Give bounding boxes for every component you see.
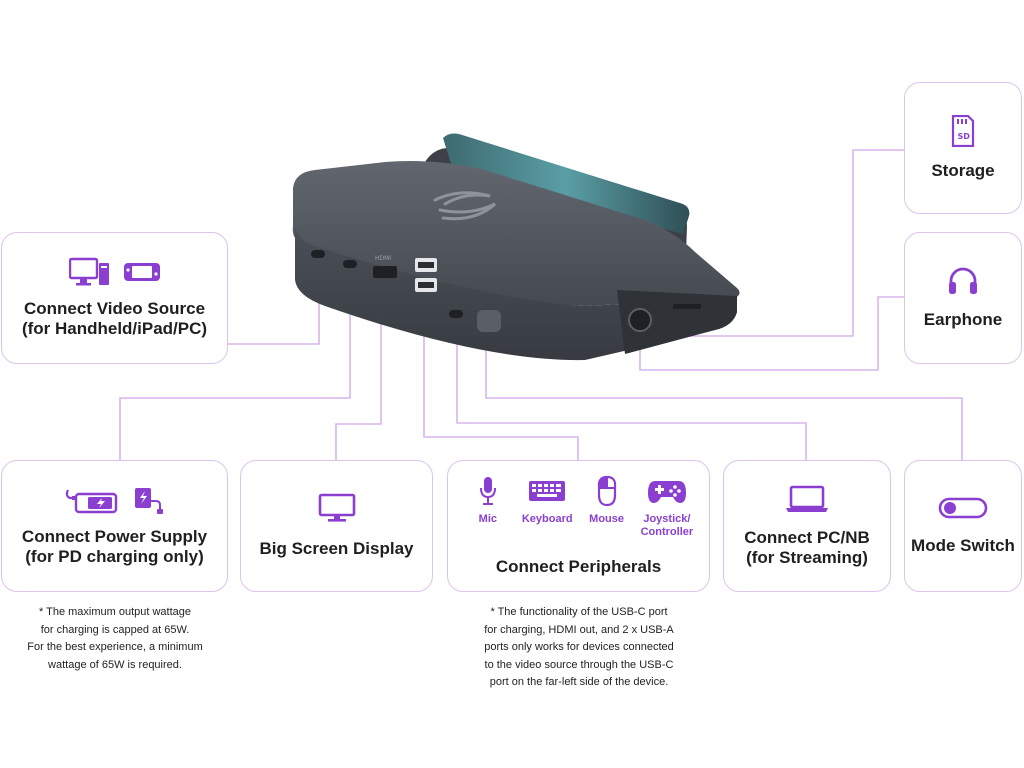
peripherals-note-line: to the video source through the USB-C	[484, 658, 674, 671]
peripheral-keyboard: Keyboard	[522, 475, 573, 526]
power-note-line: for charging is capped at 65W.	[40, 623, 190, 636]
audio-jack	[628, 308, 652, 332]
joystick-label-line1: Joystick/	[643, 513, 691, 525]
dock-teal-strip	[443, 133, 690, 234]
hdmi-label: HDMI	[375, 255, 391, 262]
sd-card-slot	[673, 304, 701, 309]
box-earphone: Earphone	[904, 232, 1022, 364]
pc-nb-title: Connect PC/NB	[744, 528, 870, 547]
peripherals-note-line: port on the far-left side of the device.	[489, 676, 669, 688]
laptop-icon	[786, 485, 828, 512]
usbc-port-pc	[449, 310, 463, 318]
monitor-icon	[318, 493, 355, 522]
video-source-subtitle: (for Handheld/iPad/PC)	[21, 319, 208, 338]
big-screen-title: Big Screen Display	[259, 539, 414, 558]
charger-plug-icon	[134, 488, 163, 514]
power-supply-subtitle: (for PD charging only)	[25, 547, 204, 566]
joystick-icon	[647, 481, 686, 503]
peripheral-label: Mouse	[589, 513, 625, 525]
usbc-port-power	[343, 260, 357, 268]
box-peripherals: Mic Keyboard Mouse	[447, 460, 710, 592]
connector-pc-nb	[456, 322, 807, 460]
box-power-supply: Connect Power Supply (for PD charging on…	[1, 460, 228, 592]
power-bank-icon	[65, 489, 117, 514]
box-pc-nb: Connect PC/NB (for Streaming)	[723, 460, 891, 592]
box-mode-switch: Mode Switch	[904, 460, 1022, 592]
mode-switch-slider	[477, 310, 501, 332]
storage-title: Storage	[931, 161, 995, 180]
headphones-icon	[949, 267, 977, 294]
power-note: * The maximum output wattage for chargin…	[2, 604, 228, 674]
sd-card-icon: SD	[951, 115, 975, 147]
peripherals-note-line: * The functionality of the USB-C port	[490, 606, 668, 618]
connector-mode-switch	[485, 338, 963, 460]
handheld-console-icon	[123, 263, 160, 281]
peripheral-mic: Mic	[464, 475, 512, 526]
power-note-line: * The maximum output wattage	[38, 606, 192, 618]
peripheral-label: Joystick/ Controller	[641, 513, 694, 539]
peripheral-mouse: Mouse	[583, 475, 631, 526]
box-video-source: Connect Video Source (for Handheld/iPad/…	[1, 232, 228, 364]
video-source-title: Connect Video Source	[23, 299, 206, 318]
peripheral-label: Mic	[478, 513, 498, 525]
box-storage: SD Storage	[904, 82, 1022, 214]
peripheral-label: Keyboard	[521, 513, 573, 525]
box-big-screen: Big Screen Display	[240, 460, 433, 592]
desktop-pc-icon	[68, 257, 109, 286]
keyboard-icon	[529, 481, 566, 501]
earphone-title: Earphone	[923, 310, 1003, 329]
logo-icon	[433, 191, 497, 221]
connector-power	[119, 286, 351, 460]
power-note-line: For the best experience, a minimum	[27, 641, 203, 653]
peripherals-note: * The functionality of the USB-C port fo…	[455, 604, 703, 692]
mic-icon	[479, 477, 496, 505]
usbc-port-video	[311, 250, 325, 258]
toggle-switch-icon	[938, 497, 988, 519]
dock-device-image: HDMI	[292, 133, 740, 361]
peripherals-title: Connect Peripherals	[495, 557, 662, 576]
power-supply-title: Connect Power Supply	[21, 527, 208, 546]
mouse-icon	[597, 475, 616, 507]
pc-nb-subtitle: (for Streaming)	[746, 548, 868, 567]
sd-card-text: SD	[958, 132, 971, 141]
power-note-line: wattage of 65W is required.	[48, 658, 182, 671]
mode-switch-title: Mode Switch	[911, 536, 1015, 555]
peripheral-joystick: Joystick/ Controller	[641, 475, 694, 539]
peripherals-note-line: ports only works for devices connected	[484, 641, 674, 653]
hdmi-port	[373, 266, 397, 278]
joystick-label-line2: Controller	[640, 526, 694, 538]
dock-top-surface	[292, 161, 740, 306]
peripherals-note-line: for charging, HDMI out, and 2 x USB-A	[484, 623, 674, 636]
connector-earphone	[639, 296, 904, 371]
connector-big-screen	[335, 296, 382, 460]
connector-peripherals	[423, 314, 579, 460]
